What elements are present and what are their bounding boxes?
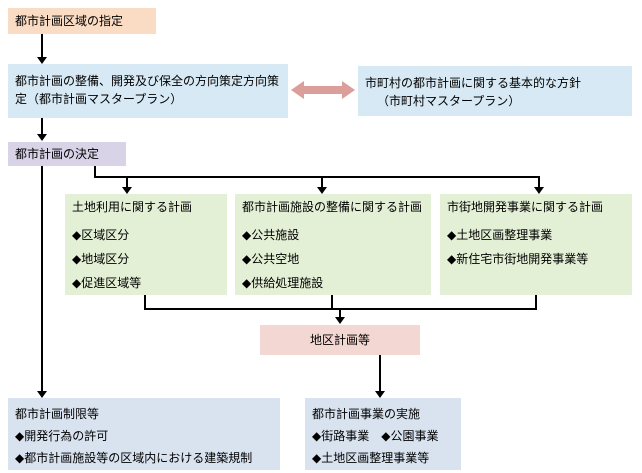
- connector-line: [538, 176, 540, 188]
- arrow-down-icon: [37, 391, 47, 398]
- restrictions-items: ◆開発行為の許可 ◆都市計画施設等の区域内における建築規制: [15, 425, 273, 469]
- designation-label: 都市計画区域の指定: [15, 14, 124, 28]
- double-arrow-left-head: [291, 81, 304, 99]
- facility-plan-box: 都市計画施設の整備に関する計画 ◆公共施設 ◆公共空地 ◆供給処理施設: [235, 194, 431, 295]
- restrictions-item: ◆開発行為の許可: [15, 429, 109, 443]
- connector-line: [331, 295, 333, 310]
- development-plan-item: ◆新住宅市街地開発事業等: [447, 252, 589, 266]
- arrow-down-icon: [37, 57, 47, 64]
- implementation-item: ◆土地区画整理事業等: [312, 451, 430, 465]
- connector-line: [144, 295, 146, 310]
- municipal-master-plan-line1: 市町村の都市計画に関する基本的な方針: [365, 76, 582, 90]
- implementation-box: 都市計画事業の実施 ◆街路事業 ◆公園事業 ◆土地区画整理事業等: [305, 398, 461, 470]
- district-plan-label: 地区計画等: [309, 333, 370, 347]
- implementation-item: ◆街路事業 ◆公園事業: [312, 429, 439, 443]
- city-master-plan-box: 都市計画の整備、開発及び保全の方向策定方向策定（都市計画マスタープラン）: [8, 64, 288, 118]
- restrictions-title: 都市計画制限等: [15, 407, 100, 421]
- land-use-plan-title: 土地利用に関する計画: [72, 200, 193, 214]
- arrow-down-icon: [37, 134, 47, 141]
- land-use-plan-items: ◆区域区分 ◆地域区分 ◆促進区域等: [72, 223, 220, 295]
- facility-plan-item: ◆公共施設: [242, 228, 300, 242]
- district-plan-box: 地区計画等: [260, 325, 420, 355]
- land-use-plan-box: 土地利用に関する計画 ◆区域区分 ◆地域区分 ◆促進区域等: [65, 194, 227, 295]
- development-plan-title: 市街地開発事業に関する計画: [447, 200, 604, 214]
- connector-line: [126, 176, 128, 188]
- connector-line: [535, 295, 537, 310]
- city-master-plan-text: 都市計画の整備、開発及び保全の方向策定方向策定（都市計画マスタープラン）: [15, 74, 280, 106]
- connector-line: [94, 176, 540, 178]
- implementation-items: ◆街路事業 ◆公園事業 ◆土地区画整理事業等: [312, 425, 454, 469]
- arrow-down-icon: [534, 187, 544, 194]
- designation-box: 都市計画区域の指定: [8, 8, 156, 34]
- facility-plan-item: ◆公共空地: [242, 252, 300, 266]
- arrow-down-icon: [335, 317, 345, 324]
- municipal-master-plan-line2: （市町村マスタープラン）: [377, 94, 521, 108]
- double-arrow-bar: [303, 86, 343, 94]
- land-use-plan-item: ◆地域区分: [72, 252, 130, 266]
- connector-line: [321, 176, 323, 188]
- development-plan-items: ◆土地区画整理事業 ◆新住宅市街地開発事業等: [447, 223, 625, 271]
- double-arrow-right-head: [342, 81, 355, 99]
- arrow-down-icon: [375, 391, 385, 398]
- restrictions-item: ◆都市計画施設等の区域内における建築規制: [15, 451, 253, 465]
- implementation-title: 都市計画事業の実施: [312, 407, 421, 421]
- decision-box: 都市計画の決定: [8, 142, 126, 166]
- facility-plan-title: 都市計画施設の整備に関する計画: [242, 200, 423, 214]
- municipal-master-plan-box: 市町村の都市計画に関する基本的な方針 （市町村マスタープラン）: [358, 66, 632, 116]
- arrow-down-icon: [122, 187, 132, 194]
- decision-label: 都市計画の決定: [15, 147, 100, 161]
- connector-line: [41, 166, 43, 392]
- double-arrow-icon: [291, 81, 355, 99]
- land-use-plan-item: ◆区域区分: [72, 228, 130, 242]
- land-use-plan-item: ◆促進区域等: [72, 276, 142, 290]
- development-plan-box: 市街地開発事業に関する計画 ◆土地区画整理事業 ◆新住宅市街地開発事業等: [440, 194, 632, 295]
- development-plan-item: ◆土地区画整理事業: [447, 228, 553, 242]
- restrictions-box: 都市計画制限等 ◆開発行為の許可 ◆都市計画施設等の区域内における建築規制: [8, 398, 280, 470]
- connector-line: [94, 166, 96, 177]
- connector-line: [41, 34, 43, 58]
- connector-line: [339, 308, 341, 318]
- facility-plan-item: ◆供給処理施設: [242, 276, 324, 290]
- arrow-down-icon: [317, 187, 327, 194]
- facility-plan-items: ◆公共施設 ◆公共空地 ◆供給処理施設: [242, 223, 424, 295]
- connector-line: [379, 355, 381, 392]
- connector-line: [41, 118, 43, 135]
